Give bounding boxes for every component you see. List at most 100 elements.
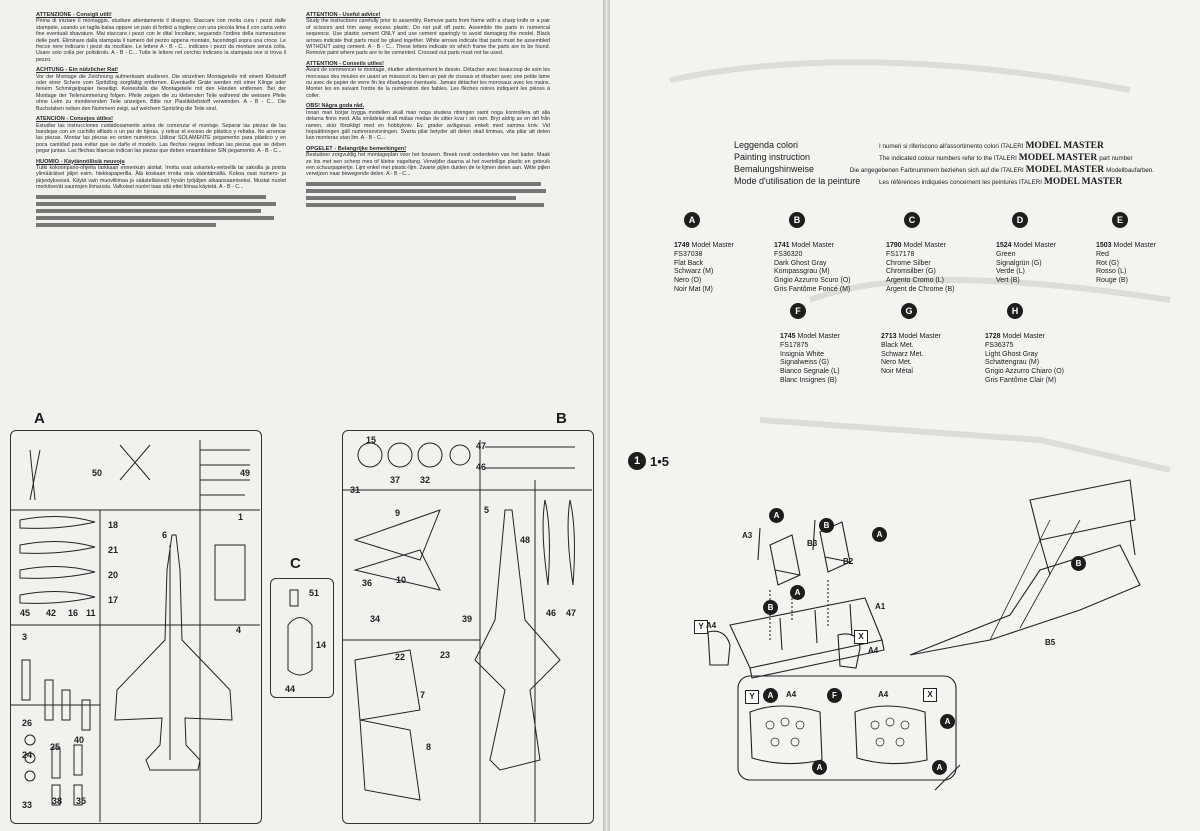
part-tag-y: Y (694, 620, 708, 634)
step-number-badge: 1 (628, 452, 646, 470)
color-callout: A (872, 527, 887, 542)
color-callout: A (769, 508, 784, 523)
color-entry-c: C 1790 Model Master FS17178 Chrome Silbe… (886, 212, 986, 295)
color-callout: B (1071, 556, 1086, 571)
part-ref: A4 (706, 621, 717, 630)
part-number: 32 (420, 475, 431, 485)
instruction-heading: ACHTUNG - Ein nützlicher Rat! (36, 67, 119, 74)
part-ref: A4 (878, 690, 889, 699)
part-tag-x: X (923, 688, 937, 702)
part-number: 21 (108, 545, 119, 555)
instruction-body: Estudiar las instrucciones cuidadosament… (36, 122, 286, 155)
color-code: 1524 Model Master (996, 242, 1056, 249)
color-name: Bianco Segnale (L) (780, 368, 840, 376)
part-number: 15 (366, 435, 377, 445)
color-callout: A (763, 688, 778, 703)
part-ref: A4 (868, 646, 879, 655)
color-name: Nero (O) (674, 277, 702, 285)
legend-row: Leggenda colori I numeri si riferiscono … (734, 140, 1154, 152)
part-number: 38 (52, 796, 63, 806)
color-key-badge: G (901, 303, 917, 319)
color-fs-code: FS36320 (774, 250, 803, 258)
part-number: 9 (395, 508, 401, 518)
instruction-body: Tutki kokoonpano-ohjeita tarkkaan ennenk… (36, 164, 286, 191)
part-number: 8 (426, 742, 432, 752)
legend-row: Painting instruction The indicated colou… (734, 152, 1154, 164)
color-fs-code: FS17178 (886, 250, 915, 258)
color-callout: A (790, 585, 805, 600)
instructions-column-1: ATTENZIONE - Consigli utili!Prima di ini… (36, 12, 286, 412)
color-name: Insignia White (780, 350, 824, 358)
sprue-a-label: A (34, 410, 45, 427)
instruction-swedish: OBS! Några goda råd.Innan man börjar byg… (306, 103, 550, 141)
color-entry-h: H 1728 Model Master FS36375 Light Ghost … (985, 303, 1095, 386)
sprue-b-frame (342, 430, 594, 824)
color-key-badge: C (904, 212, 920, 228)
part-number: 18 (108, 520, 119, 530)
left-instruction-page: ATTENZIONE - Consigli utili!Prima di ini… (0, 0, 603, 831)
part-number: 47 (476, 441, 487, 451)
part-number: 31 (350, 485, 361, 495)
page-gutter (603, 0, 610, 831)
part-number: 26 (22, 718, 33, 728)
sprue-b-label: B (556, 410, 567, 427)
color-name: Schwarz (M) (674, 268, 714, 276)
legend-desc: Les références indiquées concernent les … (879, 179, 1042, 186)
instruction-heading: HUOMIO - Käytännöllisiä neuvoja (36, 158, 125, 165)
part-number: 40 (74, 735, 85, 745)
color-name: Noir Métal (881, 368, 913, 376)
cockpit-assembly-drawing (707, 479, 1141, 791)
instruction-dutch: OPGELET - Belangrijke bemerkingen!Bestud… (306, 146, 550, 178)
color-name: Rot (G) (1096, 259, 1119, 267)
color-name: Schwarz Met. (881, 350, 924, 358)
color-callout: A (932, 760, 947, 775)
instruction-heading: ATTENZIONE - Consigli utili! (36, 12, 112, 18)
part-number: 47 (566, 608, 577, 618)
part-number: 16 (68, 608, 79, 618)
color-key-badge: F (790, 303, 806, 319)
part-ref: A3 (742, 531, 753, 540)
color-name: Rosso (L) (1096, 268, 1127, 276)
part-number: 46 (546, 608, 557, 618)
part-number: 33 (22, 800, 33, 810)
color-name: Rouge (B) (1096, 277, 1128, 285)
part-number: 6 (162, 530, 168, 540)
part-number: 14 (316, 640, 327, 650)
color-name: Noir Mat (M) (674, 285, 713, 293)
instruction-heading: ATENCION - Consejos útiles! (36, 116, 113, 123)
color-fs-code: Red (1096, 250, 1109, 258)
color-name: Verde (L) (996, 268, 1025, 276)
part-number: 3 (22, 632, 28, 642)
instruction-body: Innan man börjar bygga modellen skall ma… (306, 109, 550, 142)
color-callout: F (827, 688, 842, 703)
legend-title: Mode d'utilisation de la peinture (734, 176, 861, 186)
legend-title: Leggenda colori (734, 140, 799, 150)
instruction-heading: ATTENTION - Useful advice! (306, 12, 381, 18)
right-instruction-page: Leggenda colori I numeri si riferiscono … (610, 0, 1200, 831)
color-callout: B (819, 518, 834, 533)
color-key-badge: B (789, 212, 805, 228)
legend-tail: part number (1099, 155, 1133, 162)
color-name: Light Ghost Gray (985, 350, 1038, 358)
color-name: Chrome Silber (886, 259, 931, 267)
color-callout: B (763, 600, 778, 615)
assembly-step-header: 1 1•5 (628, 452, 669, 470)
color-entry-f: F 1745 Model Master FS17875 Insignia Whi… (780, 303, 880, 386)
color-entry-e: E 1503 Model Master Red Rot (G) Rosso (L… (1096, 212, 1186, 286)
part-ref: B2 (843, 557, 854, 566)
color-name: Dark Ghost Gray (774, 259, 827, 267)
part-number: 34 (370, 614, 381, 624)
part-number: 10 (396, 575, 407, 585)
color-entry-a: A 1749 Model Master FS37038 Flat Back Sc… (674, 212, 764, 295)
color-fs-code: FS37038 (674, 250, 703, 258)
part-number: 35 (76, 796, 87, 806)
color-name: Gris Fantôme Clair (M) (985, 376, 1057, 384)
part-number: 45 (20, 608, 31, 618)
part-tag-y: Y (745, 690, 759, 704)
color-name: Chromsilber (G) (886, 268, 936, 276)
color-name: Nero Met. (881, 359, 912, 367)
color-fs-code: FS17875 (780, 341, 809, 349)
color-fs-code: Black Met. (881, 341, 914, 349)
legend-row: Bemalungshinweise Die angegebenen Farbnu… (734, 164, 1154, 176)
sprue-c-label: C (290, 555, 301, 572)
